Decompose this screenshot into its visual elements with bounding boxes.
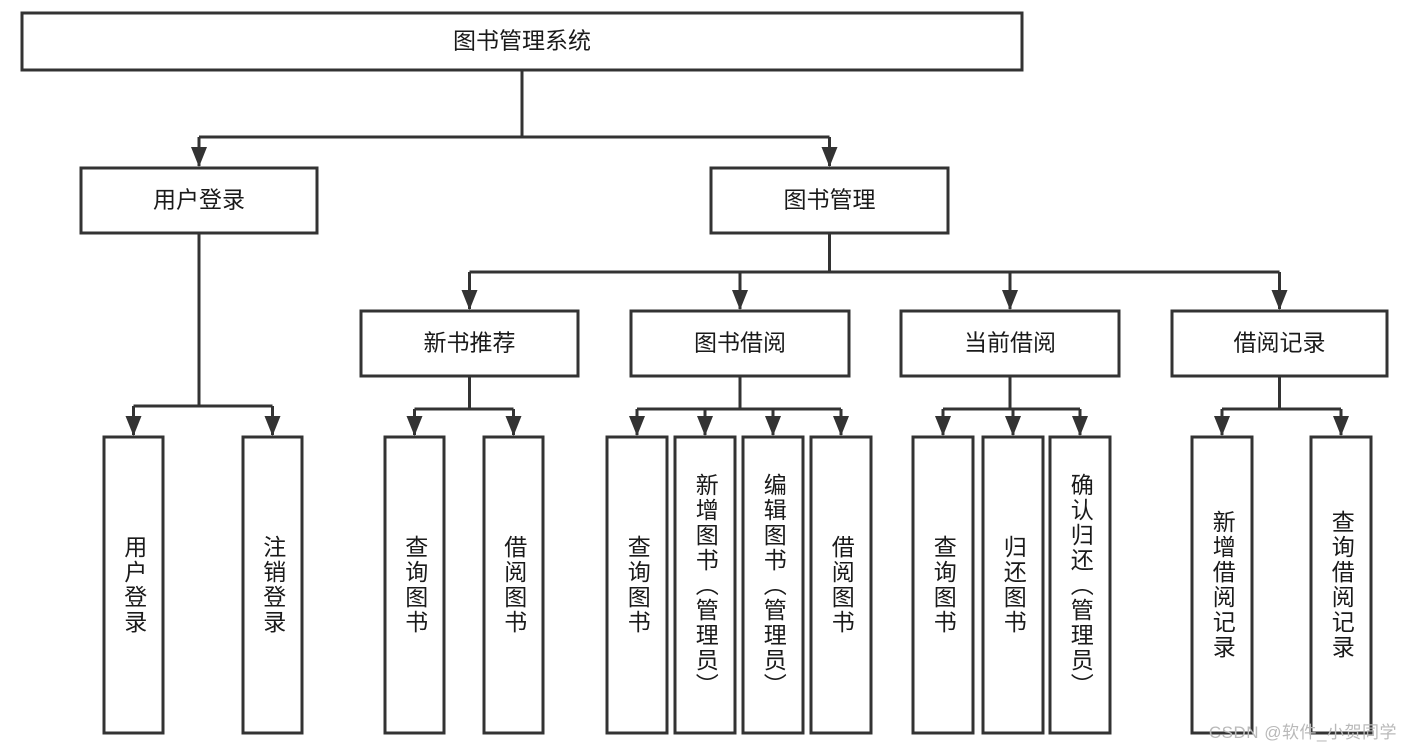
node-leaf-8[interactable] (911, 435, 975, 735)
arrow-head-icon (697, 416, 713, 436)
node-leaf-7[interactable] (809, 435, 873, 735)
node-rect (809, 435, 873, 735)
node-label: 图书管理系统 (453, 28, 591, 54)
node-rect (741, 435, 805, 735)
node-rect (482, 435, 545, 735)
node-rect (673, 435, 737, 735)
node-level3-2[interactable] (899, 309, 1121, 378)
node-leaf-1[interactable] (241, 435, 304, 735)
node-label: 借阅记录 (1234, 330, 1326, 356)
arrow-head-icon (1005, 416, 1021, 436)
node-leaf-12[interactable] (1309, 435, 1373, 735)
node-label: 用户登录 (153, 187, 245, 213)
node-rect (79, 166, 319, 235)
node-root[interactable] (20, 11, 1024, 72)
node-leaf-0[interactable] (102, 435, 165, 735)
node-level3-0[interactable] (359, 309, 580, 378)
node-rect (1309, 435, 1373, 735)
csdn-watermark: CSDN @软件_小贺同学 (1208, 723, 1397, 742)
node-leaf-3[interactable] (482, 435, 545, 735)
arrow-head-icon (1002, 290, 1018, 310)
node-rect (981, 435, 1045, 735)
node-label: 图书管理 (784, 187, 876, 213)
node-leaf-10[interactable] (1048, 435, 1112, 735)
node-leaf-2[interactable] (383, 435, 446, 735)
arrow-head-icon (1333, 416, 1349, 436)
arrow-head-icon (191, 147, 207, 167)
arrow-head-icon (629, 416, 645, 436)
arrow-head-icon (833, 416, 849, 436)
node-rect (359, 309, 580, 378)
arrow-head-icon (1271, 290, 1288, 310)
arrow-head-icon (125, 416, 142, 436)
node-rect (102, 435, 165, 735)
node-rect (241, 435, 304, 735)
node-rect (605, 435, 669, 735)
node-rect (1190, 435, 1254, 735)
arrow-head-icon (821, 147, 838, 167)
node-leaf-6[interactable] (741, 435, 805, 735)
arrow-head-icon (461, 290, 478, 310)
arrow-head-icon (935, 416, 951, 436)
arrow-head-icon (1214, 416, 1230, 436)
node-label: 图书借阅 (694, 330, 786, 356)
node-rect (1048, 435, 1112, 735)
arrow-head-icon (505, 416, 522, 436)
node-rect (911, 435, 975, 735)
node-label: 当前借阅 (964, 330, 1056, 356)
arrow-head-icon (732, 290, 748, 310)
arrow-head-icon (765, 416, 781, 436)
arrow-head-icon (406, 416, 423, 436)
node-leaf-4[interactable] (605, 435, 669, 735)
arrow-head-icon (264, 416, 281, 436)
node-rect (383, 435, 446, 735)
arrow-head-icon (1072, 416, 1088, 436)
node-leaf-9[interactable] (981, 435, 1045, 735)
node-leaf-11[interactable] (1190, 435, 1254, 735)
node-rect (20, 11, 1024, 72)
node-rect (899, 309, 1121, 378)
node-label: 新书推荐 (424, 330, 516, 356)
node-leaf-5[interactable] (673, 435, 737, 735)
node-level2-0[interactable] (79, 166, 319, 235)
